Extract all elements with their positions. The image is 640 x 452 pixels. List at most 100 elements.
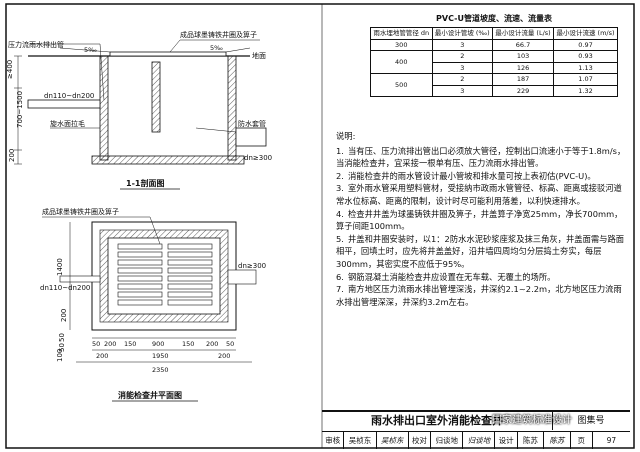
table-row: 500 2 187 1.07 [370, 73, 618, 97]
label-section-pipe-size: dn110~dn200 [44, 92, 94, 100]
table-cell: 2 [431, 73, 494, 86]
bottom-dim-1: 200 [104, 340, 116, 348]
note-item: 3.室外雨水管采用塑料管材，受接纳市政雨水管管径、标高、距离或接驳河道常水位标高… [336, 182, 626, 207]
section-outlet-pipe [235, 127, 267, 147]
title-block-row: 审核 吴桢东 吴桢东 校对 归谈地 归谈地 设计 陈苏 陈苏 页 97 [322, 431, 630, 449]
plan-view: 成品球墨铸铁井圈及箅子 dn110~dn200 dn≥300 1400 200 … [40, 207, 266, 402]
label-depth-mid: 700~1500 [16, 91, 24, 128]
table-header: 雨水埋地管管径 dn [370, 27, 433, 40]
table-cell: 0.93 [553, 50, 618, 63]
note-index: 4. [336, 208, 344, 219]
table-cell: 1.07 [553, 73, 618, 86]
tb-page-number: 97 [606, 436, 617, 445]
total-dim: 2350 [152, 366, 169, 374]
label-outlet-pipe: 压力流雨水排出管 [8, 40, 64, 49]
section-baffle [151, 61, 161, 133]
table-cell: 0.97 [553, 38, 618, 51]
bottom-dim-0: 50 [92, 340, 100, 348]
plan-inlet-pipe [59, 275, 101, 283]
label-left-dim-1: 1400 [56, 258, 64, 276]
table-cell: 300 [370, 38, 433, 51]
pvc-table: 雨水埋地管管径 dn 最小设计管坡 (‰) 最小设计流量 (L/s) 最小设计流… [370, 27, 618, 97]
tb-cell: 设计 [495, 432, 518, 449]
table-cell: 1.13 [553, 61, 618, 74]
note-item: 7.南方地区压力流雨水排出管埋深浅，井深约2.1~2.2m，北方地区压力流雨水排… [336, 283, 626, 308]
notes-heading: 说明: [336, 131, 356, 141]
title-block: 雨水排出口室外消能检查井 图集号 审核 吴桢东 吴桢东 校对 归谈地 归谈地 设… [322, 410, 630, 449]
note-index: 5. [336, 233, 344, 244]
watermark: 国家建筑标准设计 [492, 415, 572, 426]
bottom-dim-2: 150 [124, 340, 136, 348]
label-ground: 地面 [252, 51, 266, 60]
section-right-wall [227, 55, 237, 161]
table-cell: 3 [431, 61, 494, 74]
bottom-dim-3: 900 [152, 340, 164, 348]
tb-cell: 校对 [409, 432, 432, 449]
note-item: 1.当有压、压力流排出管出口必须放大管径，控制出口流速小于等于1.8m/s，当消… [336, 145, 626, 170]
section-caption: 1-1剖面图 [126, 178, 164, 188]
note-text: 南方地区压力流雨水排出管埋深浅，井深约2.1~2.2m，北方地区压力流雨水排出管… [336, 284, 622, 307]
label-section-cover: 成品球墨铸铁井圈及箅子 [180, 30, 257, 39]
label-left-dim-4: 50 [58, 343, 66, 352]
tb-signature: 吴桢东 [377, 432, 409, 449]
section-view: 压力流雨水排出管 成品球墨铸铁井圈及箅子 5‰ 5‰ 地面 ≥400 700~1… [6, 30, 272, 190]
note-text: 钢筋混凝土消能检查井应设置在无车载、无覆土的场所。 [348, 271, 556, 282]
table-cell: 66.7 [492, 38, 555, 51]
label-depth-low: 200 [8, 149, 16, 162]
tb-cell: 陈苏 [518, 432, 545, 449]
note-item: 5.井盖和井圈安装时，以1：2防水水泥砂浆座浆及抹三角灰，井盖面需与路面相平，回… [336, 233, 626, 271]
section-bottom-slab [91, 155, 245, 165]
note-index: 6. [336, 271, 344, 282]
table-cell: 1.32 [553, 84, 618, 97]
tb-cell: 审核 [322, 432, 345, 449]
plan-outlet-pipe [227, 269, 257, 285]
label-slope-left: 5‰ [84, 46, 97, 54]
label-left-dim-3: 50 [58, 333, 66, 342]
label-plan-pipe-size: dn110~dn200 [40, 284, 90, 292]
section-inlet-pipe [27, 99, 101, 109]
tb-cell: 归谈地 [431, 432, 464, 449]
plan-caption: 消能检查井平面图 [118, 390, 182, 400]
table-row: 400 2 103 0.93 [370, 50, 618, 74]
table-cell: 187 [492, 73, 555, 86]
label-left-dim-5: 100 [56, 349, 64, 362]
plan-grate [117, 243, 213, 306]
bottom-dim-5: 200 [206, 340, 218, 348]
note-text: 当有压、压力流排出管出口必须放大管径，控制出口流速小于等于1.8m/s，当消能检… [336, 145, 626, 169]
mid-dim-2: 200 [218, 352, 230, 360]
note-text: 井盖和井圈安装时，以1：2防水水泥砂浆座浆及抹三角灰，井盖面需与路面相平，回填土… [336, 233, 625, 269]
label-left-dim-2: 200 [60, 309, 68, 322]
table-cell: 103 [492, 50, 555, 63]
note-index: 7. [336, 284, 344, 295]
label-section-outlet-size: dn≥300 [244, 154, 272, 162]
note-text: 消能检查井的雨水管设计最小管坡和排水量可按上表初估(PVC-U)。 [348, 170, 596, 181]
note-item: 2. 消能检查井的雨水管设计最小管坡和排水量可按上表初估(PVC-U)。 [336, 170, 626, 183]
notes: 说明: 1.当有压、压力流排出管出口必须放大管径，控制出口流速小于等于1.8m/… [336, 130, 626, 308]
note-item: 4.检查井井盖为球墨铸铁井圈及箅子，井盖算子净宽25mm，净长700mm，算子间… [336, 208, 626, 233]
sheet-frame [5, 3, 635, 449]
tb-cell: 吴桢东 [344, 432, 377, 449]
bottom-dim-4: 150 [182, 340, 194, 348]
bottom-dim-6: 50 [226, 340, 234, 348]
label-plan-cover: 成品球墨铸铁井圈及箅子 [42, 207, 119, 216]
label-depth-top: ≥400 [6, 60, 14, 79]
note-item: 6. 钢筋混凝土消能检查井应设置在无车载、无覆土的场所。 [336, 271, 626, 284]
label-plan-outlet-size: dn≥300 [238, 262, 266, 270]
note-index: 1. [336, 145, 344, 156]
label-waterproof: 防水套管 [238, 119, 266, 128]
table-header: 最小设计管坡 (‰) [431, 27, 494, 40]
table-title: PVC-U管道坡度、流速、流量表 [436, 14, 552, 23]
note-index: 2. [336, 170, 344, 181]
tb-signature: 归谈地 [463, 432, 496, 449]
table-cell: 229 [492, 84, 555, 97]
tb-cell: 页 [571, 432, 593, 449]
table-row: 300 3 66.7 0.97 [370, 38, 618, 51]
note-text: 室外雨水管采用塑料管材，受接纳市政雨水管管径、标高、距离或接驳河道常水位标高、距… [336, 183, 622, 206]
table-header: 最小设计流量 (L/s) [492, 27, 555, 40]
table-cell: 400 [370, 50, 433, 74]
mid-dim-0: 200 [96, 352, 108, 360]
mid-dim-1: 1950 [152, 352, 169, 360]
table-cell: 3 [431, 38, 494, 51]
table-cell: 126 [492, 61, 555, 74]
